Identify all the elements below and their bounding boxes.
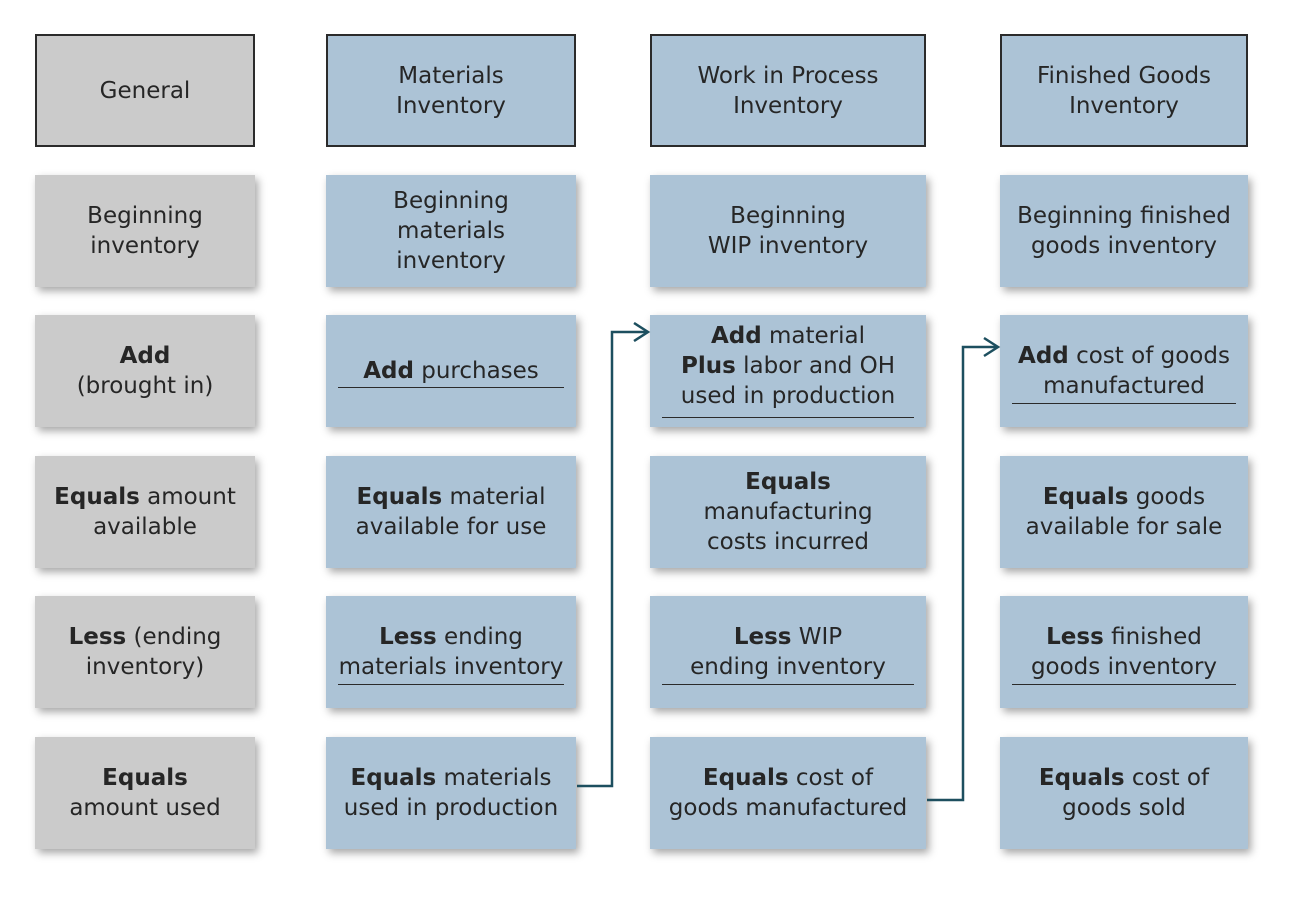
header-wip-inventory: Work in Process Inventory xyxy=(650,34,926,147)
general-used-line2: amount used xyxy=(69,795,221,821)
materials-equals-box: Equals material available for use xyxy=(326,456,576,568)
wip-add-box: Add material Plus labor and OH used in p… xyxy=(650,315,926,427)
arrowhead-wip-to-finished xyxy=(983,336,1001,358)
wip-beginning-box: Beginning WIP inventory xyxy=(650,175,926,287)
materials-equals-rest: material xyxy=(442,484,546,510)
general-equals-rest: amount xyxy=(139,484,236,510)
materials-used-rest: materials xyxy=(436,765,552,791)
wip-add-line3: used in production xyxy=(680,383,896,409)
general-add-bold: Add xyxy=(119,343,171,369)
materials-add-bold: Add xyxy=(363,358,414,384)
header-general-text: General xyxy=(99,77,191,104)
finished-equals-rest: goods xyxy=(1128,484,1206,510)
finished-used-box: Equals cost of goods sold xyxy=(1000,737,1248,849)
wip-used-line2: goods manufactured xyxy=(668,795,908,821)
materials-less-line2: materials inventory xyxy=(338,654,564,680)
general-equals-bold: Equals xyxy=(54,484,140,510)
arrow-wip-to-finished xyxy=(927,345,998,802)
wip-less-rest: WIP xyxy=(791,624,843,650)
wip-equals-line2: manufacturing xyxy=(703,499,873,525)
finished-add-line2: manufactured xyxy=(1043,373,1205,399)
finished-add-bold: Add xyxy=(1018,343,1069,369)
general-equals-box: Equals amount available xyxy=(35,456,255,568)
general-used-box: Equals amount used xyxy=(35,737,255,849)
materials-less-bold: Less xyxy=(379,624,437,650)
header-materials-inventory: Materials Inventory xyxy=(326,34,576,147)
header-wip-line1: Work in Process xyxy=(697,62,879,89)
wip-equals-box: Equals manufacturing costs incurred xyxy=(650,456,926,568)
wip-less-underline xyxy=(662,684,914,685)
arrowhead-materials-to-wip xyxy=(633,321,651,343)
materials-beginning-line1: Beginning xyxy=(393,188,509,214)
materials-equals-line2: available for use xyxy=(355,514,547,540)
wip-less-box: Less WIP ending inventory xyxy=(650,596,926,708)
general-add-box: Add (brought in) xyxy=(35,315,255,427)
wip-used-bold: Equals xyxy=(702,765,789,791)
general-beginning-box: Beginning inventory xyxy=(35,175,255,287)
materials-add-box: Add purchases xyxy=(326,315,576,427)
materials-beginning-line2: materials xyxy=(397,218,505,244)
finished-add-box: Add cost of goods manufactured xyxy=(1000,315,1248,427)
wip-plus-rest: labor and OH xyxy=(735,353,896,379)
header-finished-line2: Inventory xyxy=(1069,92,1179,119)
materials-beginning-box: Beginning materials inventory xyxy=(326,175,576,287)
wip-used-box: Equals cost of goods manufactured xyxy=(650,737,926,849)
general-less-bold: Less xyxy=(68,624,127,650)
wip-less-bold: Less xyxy=(733,624,792,650)
wip-plus-bold: Plus xyxy=(680,353,736,379)
header-general: General xyxy=(35,34,255,147)
finished-add-underline xyxy=(1012,403,1236,404)
materials-equals-bold: Equals xyxy=(356,484,443,510)
finished-used-rest: cost of xyxy=(1124,765,1210,791)
header-materials-line1: Materials xyxy=(398,62,504,89)
wip-equals-bold: Equals xyxy=(745,469,831,495)
materials-beginning-line3: inventory xyxy=(396,248,506,274)
finished-less-box: Less finished goods inventory xyxy=(1000,596,1248,708)
materials-add-rest: purchases xyxy=(413,358,539,384)
wip-beginning-line2: WIP inventory xyxy=(707,233,869,259)
finished-less-rest: finished xyxy=(1103,624,1202,650)
general-less-line2: inventory) xyxy=(85,654,205,680)
finished-less-underline xyxy=(1012,684,1236,685)
materials-less-underline xyxy=(338,684,564,685)
materials-add-underline xyxy=(338,387,564,388)
general-equals-line2: available xyxy=(93,514,197,540)
arrow-materials-to-wip xyxy=(577,330,648,788)
finished-less-bold: Less xyxy=(1046,624,1104,650)
finished-beginning-line1: Beginning finished xyxy=(1017,203,1231,229)
header-finished-line1: Finished Goods xyxy=(1036,62,1212,89)
finished-equals-line2: available for sale xyxy=(1025,514,1223,540)
general-used-bold: Equals xyxy=(102,765,188,791)
materials-used-line2: used in production xyxy=(343,795,559,821)
finished-add-rest: cost of goods xyxy=(1068,343,1230,369)
general-beginning-line2: inventory xyxy=(90,233,200,259)
materials-used-box: Equals materials used in production xyxy=(326,737,576,849)
wip-equals-line3: costs incurred xyxy=(707,529,869,555)
general-less-rest: (ending xyxy=(126,624,222,650)
wip-add-rest: material xyxy=(761,323,866,349)
wip-add-underline xyxy=(662,417,914,418)
finished-less-line2: goods inventory xyxy=(1030,654,1218,680)
materials-less-box: Less ending materials inventory xyxy=(326,596,576,708)
materials-used-bold: Equals xyxy=(350,765,437,791)
header-materials-line2: Inventory xyxy=(396,92,506,119)
finished-equals-bold: Equals xyxy=(1042,484,1129,510)
wip-used-rest: cost of xyxy=(788,765,874,791)
header-wip-line2: Inventory xyxy=(733,92,843,119)
finished-beginning-line2: goods inventory xyxy=(1030,233,1218,259)
general-beginning-line1: Beginning xyxy=(87,203,203,229)
materials-less-rest: ending xyxy=(436,624,523,650)
finished-equals-box: Equals goods available for sale xyxy=(1000,456,1248,568)
finished-used-line2: goods sold xyxy=(1062,795,1186,821)
header-finished-goods-inventory: Finished Goods Inventory xyxy=(1000,34,1248,147)
finished-beginning-box: Beginning finished goods inventory xyxy=(1000,175,1248,287)
wip-beginning-line1: Beginning xyxy=(730,203,846,229)
finished-used-bold: Equals xyxy=(1038,765,1125,791)
general-add-rest: (brought in) xyxy=(76,373,214,399)
wip-less-line2: ending inventory xyxy=(690,654,886,680)
general-less-box: Less (ending inventory) xyxy=(35,596,255,708)
wip-add-bold: Add xyxy=(710,323,762,349)
